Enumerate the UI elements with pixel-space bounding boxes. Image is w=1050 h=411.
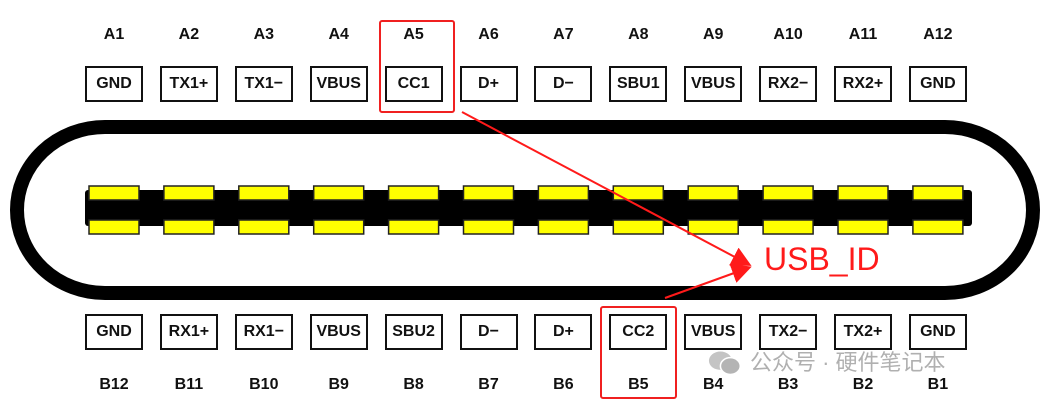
pin-id-label: A2: [178, 26, 200, 43]
pin-id-label: A3: [253, 26, 275, 43]
contact-pin: [312, 219, 365, 235]
contact-pin: [312, 185, 365, 201]
contact-pin: [88, 185, 140, 201]
pin-signal-box: RX1+: [159, 314, 218, 350]
pin-signal-box: D+: [534, 314, 593, 350]
contact-pin: [238, 219, 290, 235]
pin-id-label: A1: [103, 26, 125, 43]
pin-signal-box: VBUS: [684, 66, 743, 102]
pin-signal-box: TX2+: [834, 314, 892, 350]
pin-signal-box: GND: [85, 66, 143, 102]
contact-pin: [462, 185, 515, 201]
contact-pin: [912, 219, 964, 235]
pin-id-label: B9: [328, 376, 349, 393]
pin-id-label: B11: [174, 376, 204, 393]
contact-pin: [238, 185, 290, 201]
pin-id-label: A12: [923, 26, 953, 43]
pin-signal-box: RX2+: [834, 66, 892, 102]
contact-pin: [462, 219, 515, 235]
pin-signal-box: GND: [908, 314, 967, 350]
pin-signal-box: D−: [459, 314, 518, 350]
pin-signal-box: RX1−: [234, 314, 293, 350]
contact-pin: [88, 219, 140, 235]
pin-signal-box: RX2−: [759, 66, 818, 102]
pin-id-label: B4: [702, 376, 724, 393]
pin-signal-box: D−: [534, 66, 593, 102]
pin-id-label: A10: [773, 26, 803, 43]
pin-id-label: A11: [848, 26, 878, 43]
arrow-b5-to-label: [664, 264, 752, 299]
pin-id-label: A4: [328, 26, 349, 43]
contact-pin: [762, 219, 814, 235]
pin-id-label: A7: [553, 26, 574, 43]
pin-id-label: A9: [702, 26, 724, 43]
contact-pin: [612, 219, 665, 235]
contact-pin: [687, 185, 739, 201]
pin-signal-box: VBUS: [309, 66, 368, 102]
contact-pin: [163, 219, 215, 235]
contact-pin: [762, 185, 814, 201]
pin-signal-box: GND: [908, 66, 967, 102]
pin-signal-box: TX1−: [234, 66, 293, 102]
pin-id-label: B3: [777, 376, 799, 393]
pin-id-label: B2: [852, 376, 874, 393]
watermark-text: 公众号 · 硬件笔记本: [750, 350, 946, 375]
pin-id-label: B5: [628, 376, 649, 393]
pin-id-label: B10: [249, 376, 279, 393]
contact-pin: [163, 185, 215, 201]
pin-signal-box: VBUS: [309, 314, 368, 350]
pin-signal-box: VBUS: [684, 314, 743, 350]
contact-pin: [687, 219, 739, 235]
contact-pin: [537, 219, 590, 235]
pin-signal-box: SBU1: [609, 66, 668, 102]
contact-pin: [837, 185, 889, 201]
watermark: 公众号 · 硬件笔记本: [708, 350, 946, 376]
highlight-box-b5: [600, 306, 677, 399]
pin-id-label: A5: [403, 26, 424, 43]
pin-signal-box: CC1: [384, 66, 443, 102]
connector-outline: [10, 120, 1040, 300]
pin-id-label: B6: [553, 376, 574, 393]
pin-id-label: B8: [403, 376, 424, 393]
contact-pin: [537, 185, 590, 201]
contact-pin: [387, 185, 440, 201]
arrow-a5-to-label: [461, 111, 752, 266]
pin-signal-box: D+: [459, 66, 518, 102]
pin-signal-box: TX2−: [759, 314, 818, 350]
contact-pin: [837, 219, 889, 235]
highlight-box-a5: [379, 20, 455, 113]
wechat-icon: [708, 351, 742, 376]
pin-signal-box: CC2: [609, 314, 668, 350]
usb-id-label: USB_ID: [764, 241, 880, 277]
pin-signal-box: GND: [85, 314, 143, 350]
contact-pin: [912, 185, 964, 201]
contact-pin: [612, 185, 665, 201]
pin-signal-box: TX1+: [159, 66, 218, 102]
pin-id-label: B7: [478, 376, 499, 393]
pin-id-label: A6: [478, 26, 499, 43]
pin-signal-box: SBU2: [384, 314, 443, 350]
connector-tongue: [85, 190, 972, 226]
pin-id-label: B12: [99, 376, 129, 393]
contact-pin: [387, 219, 440, 235]
pin-id-label: B1: [927, 376, 949, 393]
pin-id-label: A8: [628, 26, 649, 43]
